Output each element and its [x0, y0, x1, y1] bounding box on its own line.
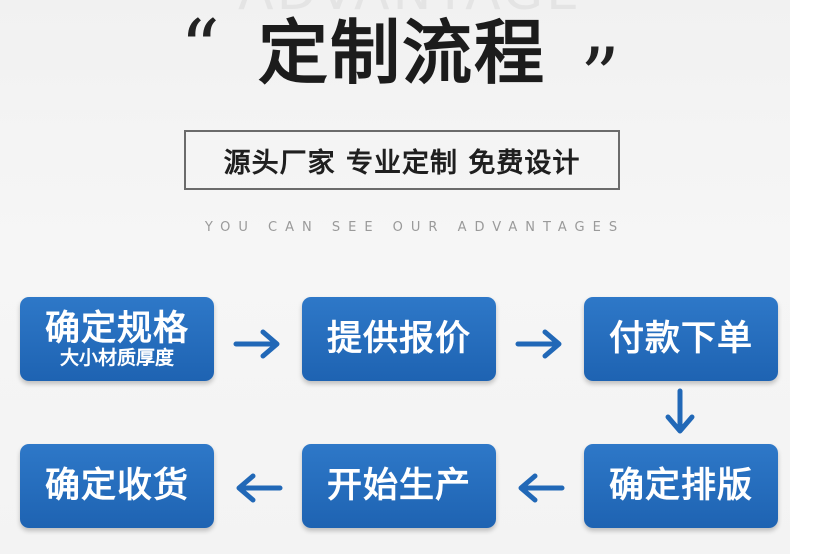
right-edge-strip	[790, 0, 823, 554]
arrow-right-icon	[233, 329, 280, 359]
open-quote-mark: “	[180, 4, 220, 94]
step-label: 确定排版	[608, 466, 753, 506]
subtitle-box: 源头厂家 专业定制 免费设计	[184, 130, 620, 190]
arrow-left-icon	[518, 473, 565, 503]
step-confirm-layout: 确定排版	[584, 444, 778, 528]
subtitle-text: 源头厂家 专业定制 免费设计	[223, 147, 581, 179]
step-label: 开始生产	[326, 466, 471, 506]
step-quote: 提供报价	[302, 297, 496, 381]
step-confirm-receipt: 确定收货	[20, 444, 214, 528]
step-production: 开始生产	[302, 444, 496, 528]
step-payment: 付款下单	[584, 297, 778, 381]
arrow-right-icon	[515, 329, 562, 359]
step-label: 确定收货	[44, 466, 189, 506]
watermark-text: ADVANTAGE	[200, 0, 620, 22]
tagline: YOU CAN SEE OUR ADVANTAGES	[204, 220, 626, 235]
step-label: 提供报价	[326, 319, 471, 359]
step-confirm-specs: 确定规格 大小材质厚度	[20, 297, 214, 381]
arrow-down-icon	[665, 388, 695, 434]
close-quote-mark: ”	[580, 32, 620, 122]
arrow-left-icon	[236, 473, 283, 503]
step-sublabel: 大小材质厚度	[59, 347, 174, 369]
step-label: 付款下单	[608, 319, 753, 359]
step-label: 确定规格	[44, 309, 189, 349]
title-block: “ 定制流程 ”	[0, 4, 790, 116]
page-title: 定制流程	[258, 12, 546, 94]
